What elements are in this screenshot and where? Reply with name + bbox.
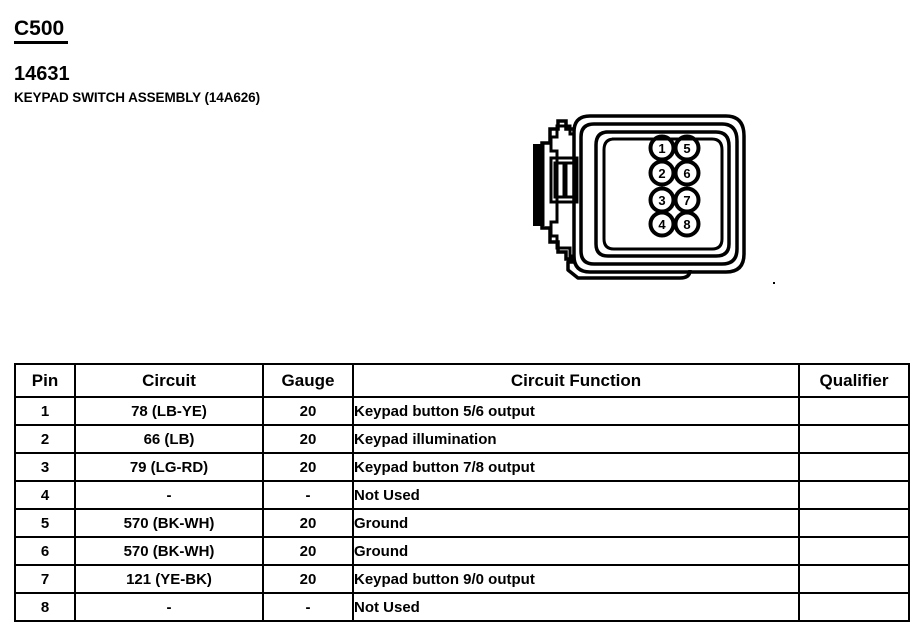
cell-pin: 8 bbox=[14, 592, 76, 622]
connector-keyway-outer bbox=[549, 156, 579, 204]
cell-circuit: 121 (YE-BK) bbox=[74, 564, 264, 594]
pin-cavity-3: 3 bbox=[648, 186, 676, 214]
connector-diagram: 1 2 3 4 5 6 7 bbox=[530, 104, 820, 294]
table-row: 7 121 (YE-BK) 20 Keypad button 9/0 outpu… bbox=[14, 564, 910, 594]
cell-circuit: 66 (LB) bbox=[74, 424, 264, 454]
cell-function: Keypad button 7/8 output bbox=[352, 452, 800, 482]
cell-gauge: 20 bbox=[262, 508, 354, 538]
pin-number-1: 1 bbox=[658, 141, 665, 156]
cell-gauge: 20 bbox=[262, 452, 354, 482]
cell-gauge: 20 bbox=[262, 396, 354, 426]
cell-pin: 2 bbox=[14, 424, 76, 454]
table-row: 1 78 (LB-YE) 20 Keypad button 5/6 output bbox=[14, 396, 910, 426]
pin-cavity-2: 2 bbox=[648, 159, 676, 187]
pin-cavity-8: 8 bbox=[673, 210, 701, 238]
cell-gauge: - bbox=[262, 480, 354, 510]
table-row: 2 66 (LB) 20 Keypad illumination bbox=[14, 424, 910, 454]
connector-seal-flange bbox=[533, 144, 543, 226]
cell-qualifier bbox=[798, 564, 910, 594]
cell-gauge: 20 bbox=[262, 536, 354, 566]
table-row: 6 570 (BK-WH) 20 Ground bbox=[14, 536, 910, 566]
cell-qualifier bbox=[798, 424, 910, 454]
table-header: Pin Circuit Gauge Circuit Function Quali… bbox=[14, 363, 910, 398]
pin-number-8: 8 bbox=[683, 217, 690, 232]
cell-circuit: 78 (LB-YE) bbox=[74, 396, 264, 426]
cell-circuit: 570 (BK-WH) bbox=[74, 536, 264, 566]
cell-qualifier bbox=[798, 480, 910, 510]
connector-cavity-wall bbox=[594, 130, 731, 258]
pin-cavity-4: 4 bbox=[648, 210, 676, 238]
cell-function: Keypad button 5/6 output bbox=[352, 396, 800, 426]
cell-qualifier bbox=[798, 536, 910, 566]
pin-number-4: 4 bbox=[658, 217, 666, 232]
column-header-circuit: Circuit bbox=[74, 363, 264, 398]
cell-gauge: - bbox=[262, 592, 354, 622]
cell-circuit: 79 (LG-RD) bbox=[74, 452, 264, 482]
cell-pin: 3 bbox=[14, 452, 76, 482]
cell-function: Keypad illumination bbox=[352, 424, 800, 454]
cell-circuit: 570 (BK-WH) bbox=[74, 508, 264, 538]
cell-qualifier bbox=[798, 592, 910, 622]
part-description-label: KEYPAD SWITCH ASSEMBLY (14A626) bbox=[14, 90, 260, 105]
cell-qualifier bbox=[798, 508, 910, 538]
cell-qualifier bbox=[798, 452, 910, 482]
cell-pin: 5 bbox=[14, 508, 76, 538]
connector-shell-lip bbox=[579, 122, 739, 266]
cell-function: Ground bbox=[352, 508, 800, 538]
pinout-table: Pin Circuit Gauge Circuit Function Quali… bbox=[14, 363, 910, 622]
cell-gauge: 20 bbox=[262, 564, 354, 594]
header-row: Pin Circuit Gauge Circuit Function Quali… bbox=[14, 363, 910, 398]
table-row: 5 570 (BK-WH) 20 Ground bbox=[14, 508, 910, 538]
column-header-function: Circuit Function bbox=[352, 363, 800, 398]
cell-function: Not Used bbox=[352, 592, 800, 622]
cell-pin: 6 bbox=[14, 536, 76, 566]
scan-artifact-speck bbox=[773, 282, 775, 284]
pin-number-2: 2 bbox=[658, 166, 665, 181]
cell-pin: 1 bbox=[14, 396, 76, 426]
cell-function: Keypad button 9/0 output bbox=[352, 564, 800, 594]
connector-id-heading: C500 bbox=[14, 18, 69, 44]
part-number-heading: 14631 bbox=[14, 63, 70, 85]
column-header-qualifier: Qualifier bbox=[798, 363, 910, 398]
cell-pin: 4 bbox=[14, 480, 76, 510]
column-header-pin: Pin bbox=[14, 363, 76, 398]
connector-latch-shoulder bbox=[549, 124, 574, 258]
pin-cavity-6: 6 bbox=[673, 159, 701, 187]
column-header-gauge: Gauge bbox=[262, 363, 354, 398]
pin-cavity-7: 7 bbox=[673, 186, 701, 214]
pin-cavity-group: 1 2 3 4 5 6 7 bbox=[648, 134, 701, 238]
document-header: C500 14631 KEYPAD SWITCH ASSEMBLY (14A62… bbox=[14, 18, 514, 106]
pin-number-7: 7 bbox=[683, 193, 690, 208]
cell-circuit: - bbox=[74, 592, 264, 622]
connector-cavity-chamfer bbox=[602, 137, 724, 251]
connector-latch-tail bbox=[566, 260, 692, 280]
cell-function: Ground bbox=[352, 536, 800, 566]
connector-keyway-right bbox=[564, 161, 576, 199]
table-row: 4 - - Not Used bbox=[14, 480, 910, 510]
cell-gauge: 20 bbox=[262, 424, 354, 454]
pin-number-6: 6 bbox=[683, 166, 690, 181]
pin-number-5: 5 bbox=[683, 141, 690, 156]
table-row: 8 - - Not Used bbox=[14, 592, 910, 622]
cell-function: Not Used bbox=[352, 480, 800, 510]
cell-pin: 7 bbox=[14, 564, 76, 594]
pin-number-3: 3 bbox=[658, 193, 665, 208]
cell-qualifier bbox=[798, 396, 910, 426]
table-body: 1 78 (LB-YE) 20 Keypad button 5/6 output… bbox=[14, 396, 910, 622]
table-row: 3 79 (LG-RD) 20 Keypad button 7/8 output bbox=[14, 452, 910, 482]
cell-circuit: - bbox=[74, 480, 264, 510]
connector-outer-shell bbox=[572, 114, 746, 274]
connector-keyway-left bbox=[553, 161, 566, 199]
